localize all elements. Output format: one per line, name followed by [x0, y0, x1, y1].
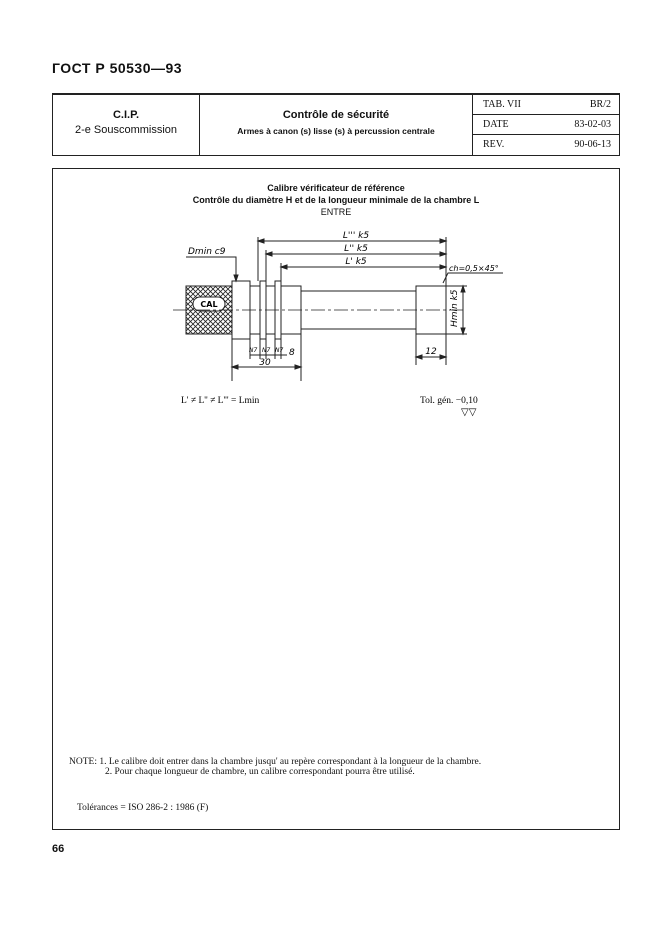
figure-title: Calibre vérificateur de référence — [267, 183, 405, 193]
figure-subtitle: Contrôle du diamètre H et de la longueur… — [192, 195, 480, 205]
subcommission: 2-e Souscommission — [74, 124, 178, 136]
label-n7-1: N7 — [249, 347, 257, 354]
label-30: 30 — [259, 358, 271, 368]
general-tolerance: Tol. gén. −0,10 — [420, 396, 478, 406]
header-meta-cell: TAB. VII BR/2 DATE 83-02-03 REV. 90-06-1… — [473, 95, 619, 155]
meta-row-rev: REV. 90-06-13 — [473, 135, 619, 154]
page-number: 66 — [52, 843, 65, 855]
meta-value: 90-06-13 — [574, 139, 611, 150]
chamfer-leader — [442, 272, 503, 284]
length-relation: L' ≠ L'' ≠ L''' = Lmin — [181, 396, 260, 406]
label-chamfer: ch=0,5×45° — [449, 264, 499, 273]
doc-title: Contrôle de sécurité — [282, 109, 390, 121]
notes: NOTE: 1. Le calibre doit entrer dans la … — [69, 757, 481, 777]
label-8: 8 — [289, 348, 295, 358]
note-2: 2. Pour chaque longueur de chambre, un c… — [105, 767, 415, 777]
meta-key: DATE — [483, 119, 509, 130]
header-title-cell: Contrôle de sécurité Armes à canon (s) l… — [200, 95, 473, 155]
note-1: NOTE: 1. Le calibre doit entrer dans la … — [69, 757, 482, 767]
cal-badge — [192, 296, 226, 312]
meta-row-tab: TAB. VII BR/2 — [473, 95, 619, 115]
label-n7-3: N7 — [275, 347, 283, 354]
label-n7-2: N7 — [262, 347, 270, 354]
meta-key: TAB. VII — [483, 99, 521, 110]
org-name: C.I.P. — [112, 109, 140, 121]
meta-key: REV. — [483, 139, 505, 150]
header-table: C.I.P. 2-e Souscommission Contrôle de sé… — [52, 93, 620, 156]
header-org-cell: C.I.P. 2-e Souscommission — [53, 95, 200, 155]
shaft — [301, 290, 416, 330]
tolerances-reference: Tolérances = ISO 286-2 : 1986 (F) — [77, 803, 209, 813]
dmin-leader — [186, 256, 237, 279]
figure-entre-label: ENTRE — [320, 207, 352, 217]
surface-finish-symbol: ▽▽ — [461, 407, 477, 418]
gauge-drawing: L''' k5 L'' k5 L' k5 Dmin c9 ch=0,5×45° … — [173, 231, 503, 418]
label-l1: L' k5 — [345, 257, 367, 267]
standard-code: ГОСТ Р 50530—93 — [52, 60, 183, 76]
content-frame: Calibre vérificateur de référence Contrô… — [52, 168, 620, 830]
meta-value: BR/2 — [589, 99, 611, 110]
label-dmin: Dmin c9 — [188, 247, 226, 257]
label-l2: L'' k5 — [344, 244, 368, 254]
label-l3: L''' k5 — [343, 231, 370, 241]
doc-subtitle: Armes à canon (s) lisse (s) à percussion… — [237, 126, 435, 136]
meta-row-date: DATE 83-02-03 — [473, 115, 619, 135]
label-hmin: Hmin k5 — [450, 289, 460, 327]
meta-value: 83-02-03 — [574, 119, 611, 130]
cal-text: CAL — [200, 300, 217, 309]
label-12: 12 — [425, 347, 437, 357]
